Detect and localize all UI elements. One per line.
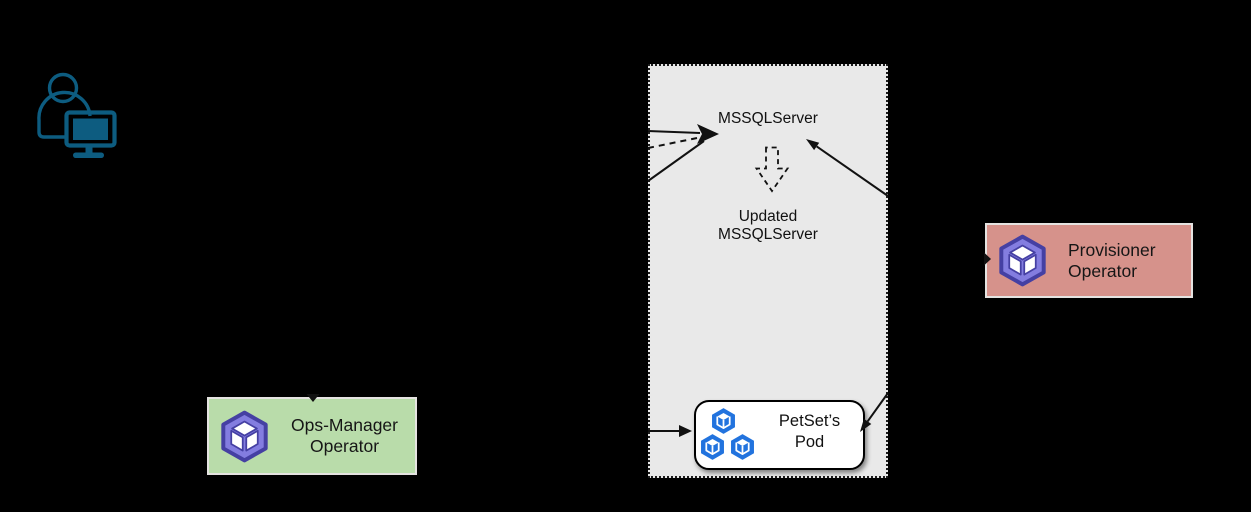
ops-manager-operator-label: Ops-Manager Operator xyxy=(284,415,405,457)
provisioner-line1: Provisioner xyxy=(1068,239,1156,260)
ops-manager-line1: Ops-Manager xyxy=(291,415,398,435)
petset-line1: PetSet’s xyxy=(778,412,841,430)
user-body xyxy=(37,90,92,139)
ops-manager-operator-box: Ops-Manager Operator xyxy=(207,397,417,475)
pod-icon xyxy=(710,406,737,436)
operator-cube-icon xyxy=(221,410,268,462)
petset-pod-box: PetSet’s Pod xyxy=(694,400,865,470)
pod-icons-cluster xyxy=(696,402,762,468)
provisioner-operator-box: Provisioner Operator xyxy=(985,223,1193,298)
updated-mssqlserver-label: Updated MSSQLServer xyxy=(650,208,886,244)
operator-cube-icon xyxy=(999,234,1046,287)
ops-manager-line2: Operator xyxy=(309,436,380,456)
updated-line1: Updated xyxy=(738,208,798,225)
monitor-icon xyxy=(64,110,117,158)
updated-line2: MSSQLServer xyxy=(718,226,818,243)
mssqlserver-label: MSSQLServer xyxy=(718,110,818,127)
user-head xyxy=(47,72,79,104)
crd-panel: MSSQLServer Updated MSSQLServer xyxy=(648,64,888,478)
provisioner-line2: Operator xyxy=(1068,260,1138,281)
user-at-computer-icon xyxy=(37,72,117,158)
petset-line2: Pod xyxy=(794,432,825,451)
pod-icon xyxy=(699,432,726,462)
pod-icon xyxy=(729,432,756,462)
provisioner-operator-label: Provisioner Operator xyxy=(1062,240,1156,282)
petset-pod-label: PetSet’s Pod xyxy=(760,411,859,452)
